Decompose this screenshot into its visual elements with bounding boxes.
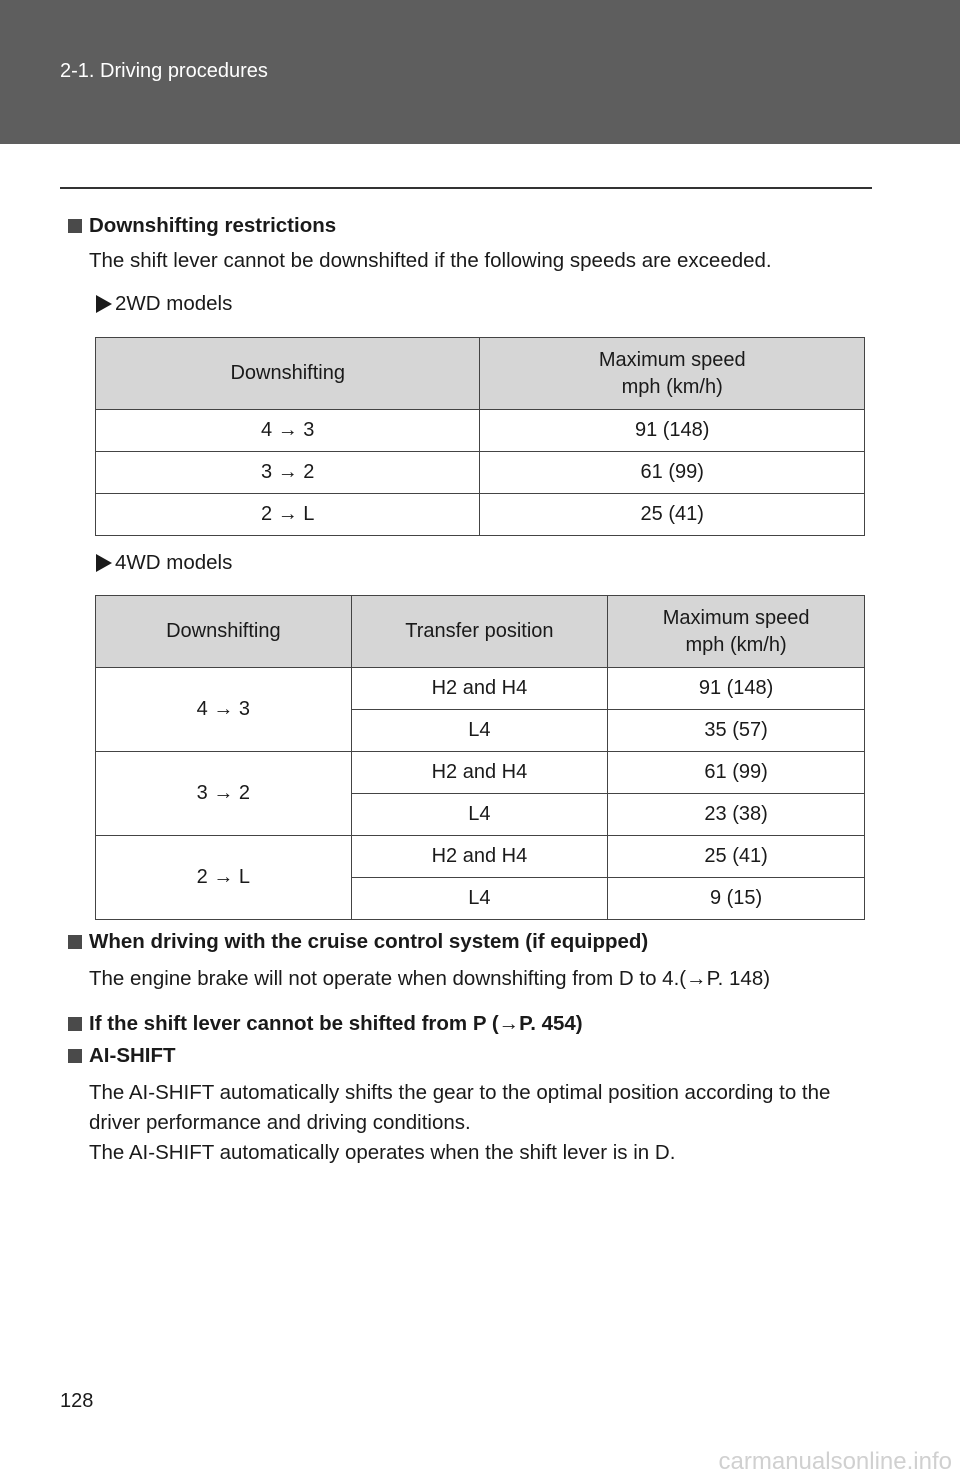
triangle-arrow-icon xyxy=(96,295,112,313)
cell-speed: 35 (57) xyxy=(607,709,865,752)
table-row: 4 → 3 H2 and H4 91 (148) xyxy=(95,667,865,752)
heading-text: When driving with the cruise control sys… xyxy=(89,930,649,953)
cruise-control-text: The engine brake will not operate when d… xyxy=(89,967,771,990)
cell-speed: 23 (38) xyxy=(607,793,865,836)
cell-speed: 25 (41) xyxy=(607,835,865,878)
cell-shift: 3 → 2 xyxy=(95,751,352,836)
header-band: 2-1. Driving procedures xyxy=(0,0,960,144)
cell-speed: 9 (15) xyxy=(607,877,865,920)
cell-position: L4 xyxy=(350,709,609,752)
col-header-downshifting: Downshifting xyxy=(94,337,481,410)
content: Downshifting restrictions The shift leve… xyxy=(68,214,878,276)
cell-position: L4 xyxy=(350,877,609,920)
cell-shift: 4 → 3 xyxy=(95,667,352,752)
cruise-control-heading: When driving with the cruise control sys… xyxy=(68,930,878,954)
downshifting-restrictions-heading: Downshifting restrictions xyxy=(68,214,878,238)
cell-position: H2 and H4 xyxy=(350,835,609,878)
divider xyxy=(60,187,872,189)
col-header-downshifting: Downshifting xyxy=(95,595,352,668)
table-row: 2 → L 25 (41) xyxy=(94,493,865,536)
model-label-4wd: 4WD models xyxy=(68,551,232,575)
cell-position: L4 xyxy=(350,793,609,836)
table-4wd: Downshifting Transfer position Maximum s… xyxy=(95,595,865,920)
heading-text: If the shift lever cannot be shifted fro… xyxy=(89,1012,583,1035)
ai-shift-heading: AI-SHIFT xyxy=(68,1044,878,1068)
col-header-max-speed: Maximum speed mph (km/h) xyxy=(607,595,865,668)
shift-lever-heading: If the shift lever cannot be shifted fro… xyxy=(68,1012,878,1036)
cell-speed: 61 (99) xyxy=(479,451,865,494)
shift-lever-section: If the shift lever cannot be shifted fro… xyxy=(68,1012,878,1036)
table-row: 4 → 3 91 (148) xyxy=(94,409,865,452)
square-bullet-icon xyxy=(68,1049,82,1063)
table-row: 2 → L H2 and H4 25 (41) xyxy=(95,835,865,920)
downshifting-restrictions-text: The shift lever cannot be downshifted if… xyxy=(89,249,772,272)
cell-shift: 3 → 2 xyxy=(94,451,481,494)
ai-shift-text-2: The AI-SHIFT automatically operates when… xyxy=(89,1141,676,1164)
ai-shift-text-1: The AI-SHIFT automatically shifts the ge… xyxy=(89,1081,831,1134)
cell-position: H2 and H4 xyxy=(350,667,609,710)
cell-speed: 25 (41) xyxy=(479,493,865,536)
model-label-text: 4WD models xyxy=(115,551,233,574)
col-header-max-speed: Maximum speed mph (km/h) xyxy=(479,337,865,410)
square-bullet-icon xyxy=(68,219,82,233)
cell-shift: 4 → 3 xyxy=(94,409,481,452)
cell-shift: 2 → L xyxy=(94,493,481,536)
model-label-2wd: 2WD models xyxy=(68,292,232,316)
section-title: 2-1. Driving procedures xyxy=(60,60,268,82)
table-2wd: Downshifting Maximum speed mph (km/h) 4 … xyxy=(94,337,865,536)
heading-text: Downshifting restrictions xyxy=(89,214,337,237)
cell-speed: 61 (99) xyxy=(607,751,865,794)
cell-speed: 91 (148) xyxy=(607,667,865,710)
table-row: 3 → 2 H2 and H4 61 (99) xyxy=(95,751,865,836)
table-row: L4 23 (38) xyxy=(96,793,865,836)
heading-text: AI-SHIFT xyxy=(89,1044,176,1067)
table-row: L4 35 (57) xyxy=(96,709,865,752)
cell-position: H2 and H4 xyxy=(350,751,609,794)
cell-shift: 2 → L xyxy=(95,835,352,920)
cruise-control-section: When driving with the cruise control sys… xyxy=(68,930,878,994)
watermark: carmanualsonline.info xyxy=(718,1448,952,1475)
square-bullet-icon xyxy=(68,1017,82,1031)
table-row: L4 9 (15) xyxy=(96,877,865,920)
square-bullet-icon xyxy=(68,935,82,949)
cell-speed: 91 (148) xyxy=(479,409,865,452)
table-row: 3 → 2 61 (99) xyxy=(94,451,865,494)
col-header-transfer-position: Transfer position xyxy=(350,595,609,668)
page-number: 128 xyxy=(60,1390,94,1412)
triangle-arrow-icon xyxy=(96,554,112,572)
ai-shift-section: AI-SHIFT The AI-SHIFT automatically shif… xyxy=(68,1044,878,1168)
model-label-text: 2WD models xyxy=(115,292,233,315)
